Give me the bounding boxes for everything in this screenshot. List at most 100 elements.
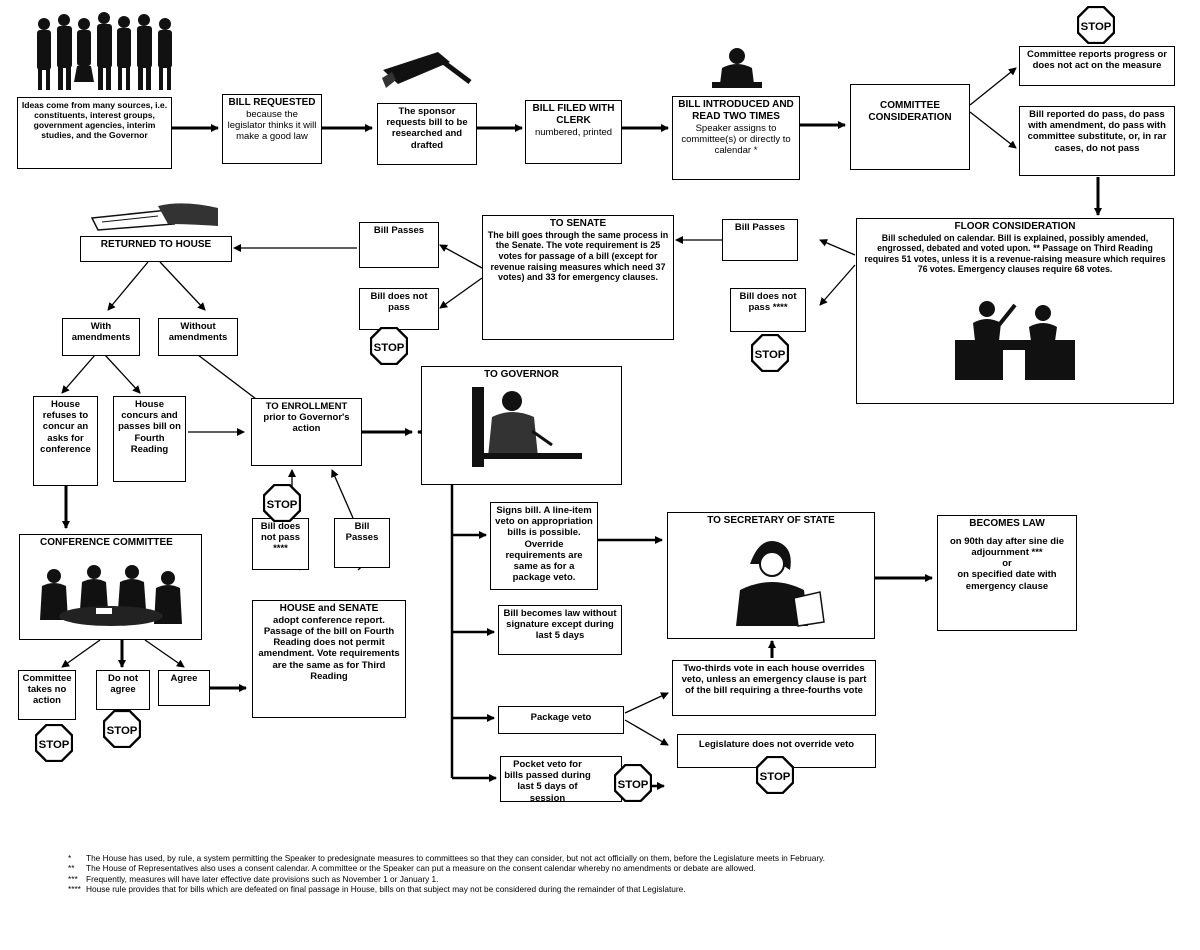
agree-box: Agree (158, 670, 210, 706)
not-override-text: Legislature does not override veto (698, 739, 855, 750)
house-refuses-box: House refuses to concur an asks for conf… (33, 396, 98, 486)
secretary-of-state-title: TO SECRETARY OF STATE (707, 515, 835, 526)
enrollment-box: TO ENROLLMENT prior to Governor's action (251, 398, 362, 466)
footnote: * The House has used, by rule, a system p… (68, 853, 1178, 863)
arrow (104, 354, 141, 394)
without-signature-text: Bill becomes law without signature excep… (503, 608, 617, 642)
house-concurs-box: House concurs and passes bill on Fourth … (113, 396, 186, 482)
stop-sign-icon: STOP (370, 327, 408, 365)
returned-to-house-box: RETURNED TO HOUSE (80, 236, 232, 262)
bill-not-pass-senate-text: Bill does not pass (370, 291, 428, 314)
stop-label: STOP (374, 342, 405, 354)
stop-label: STOP (755, 349, 786, 361)
committee-consideration-box: COMMITTEE CONSIDERATION (850, 84, 970, 170)
bill-requested-text: because the legislator thinks it will ma… (227, 108, 317, 143)
bill-not-pass-conference-box: Bill does not pass **** (252, 518, 309, 570)
footnote-mark: **** (68, 884, 81, 895)
footnote: **** House rule provides that for bills w… (68, 884, 1178, 894)
two-thirds-override-text: Two-thirds vote in each house overrides … (681, 663, 867, 697)
bill-introduced-title: BILL INTRODUCED AND READ TWO TIMES (678, 99, 794, 122)
sponsor-text: The sponsor requests bill to be research… (386, 106, 468, 151)
governor-at-desk-icon (472, 387, 582, 475)
committee-no-action-text: Committee takes no action (22, 673, 72, 707)
conference-table-icon (36, 560, 186, 632)
without-amendments-text: Without amendments (168, 321, 228, 344)
bill-filed-box: BILL FILED WITH CLERK numbered, printed (525, 100, 622, 164)
house-and-senate-title: HOUSE and SENATE (279, 603, 379, 614)
bill-passes-senate-text: Bill Passes (373, 225, 425, 236)
bill-passes-conference-text: Bill Passes (345, 521, 379, 544)
do-not-agree-box: Do not agree (96, 670, 150, 710)
arrow (439, 244, 483, 269)
ideas-text: Ideas come from many sources, i.e. const… (21, 100, 168, 141)
bill-requested-box: BILL REQUESTED because the legislator th… (222, 94, 322, 164)
arrow (624, 719, 669, 746)
person-at-desk-icon (712, 46, 762, 96)
ideas-box: Ideas come from many sources, i.e. const… (17, 97, 172, 169)
conference-committee-title: CONFERENCE COMMITTEE (40, 537, 173, 548)
stop-label: STOP (267, 499, 298, 511)
sponsor-box: The sponsor requests bill to be research… (377, 103, 477, 165)
arrow (61, 639, 101, 668)
stop-label: STOP (760, 771, 791, 783)
house-and-senate-box: HOUSE and SENATE adopt conference report… (252, 600, 406, 718)
stop-sign-icon: STOP (263, 484, 301, 522)
bill-passes-conference-box: Bill Passes (334, 518, 390, 568)
arrow (107, 261, 149, 311)
arrow (61, 354, 96, 394)
do-not-agree-text: Do not agree (107, 673, 139, 696)
returned-to-house-title: RETURNED TO HOUSE (100, 239, 212, 250)
footnote-mark: * (68, 853, 72, 863)
bill-passes-house-box: Bill Passes (722, 219, 798, 261)
without-signature-box: Bill becomes law without signature excep… (498, 605, 622, 655)
stop-sign-icon: STOP (103, 710, 141, 748)
footnote-text: The House of Representatives also uses a… (86, 863, 756, 874)
stop-sign-icon: STOP (756, 756, 794, 794)
stop-sign-icon: STOP (751, 334, 789, 372)
arrow (969, 67, 1017, 106)
hand-passing-document-icon (88, 200, 228, 234)
arrow (144, 639, 185, 668)
becomes-law-title: BECOMES LAW (969, 518, 1045, 529)
arrow (969, 111, 1017, 149)
floor-consideration-text: Bill scheduled on calendar. Bill is expl… (864, 232, 1166, 274)
stop-sign-icon: STOP (614, 764, 652, 802)
committee-consideration-title: COMMITTEE CONSIDERATION (868, 100, 952, 123)
committee-reports-box: Committee reports progress or does not a… (1019, 46, 1175, 86)
house-concurs-text: House concurs and passes bill on Fourth … (118, 399, 181, 455)
committee-reports-text: Committee reports progress or does not a… (1027, 49, 1167, 72)
bill-not-pass-senate-box: Bill does not pass (359, 288, 439, 330)
bill-reported-text: Bill reported do pass, do pass with amen… (1027, 109, 1167, 154)
stop-sign-icon: STOP (1077, 6, 1115, 44)
floor-consideration-title: FLOOR CONSIDERATION (954, 221, 1076, 232)
bill-requested-title: BILL REQUESTED (228, 97, 316, 108)
writing-hand-icon (378, 50, 473, 98)
committee-no-action-box: Committee takes no action (18, 670, 76, 720)
footnote-text: The House has used, by rule, a system pe… (86, 853, 825, 863)
stop-label: STOP (1081, 21, 1112, 33)
bill-introduced-box: BILL INTRODUCED AND READ TWO TIMES Speak… (672, 96, 800, 180)
arrow (159, 261, 206, 311)
bill-filed-title: BILL FILED WITH CLERK (532, 103, 615, 126)
footnotes: * The House has used, by rule, a system p… (68, 853, 1178, 894)
stop-label: STOP (107, 725, 138, 737)
footnote-mark: *** (68, 873, 78, 884)
bill-passes-house-text: Bill Passes (734, 222, 786, 233)
bill-introduced-text: Speaker assigns to committee(s) or direc… (681, 122, 791, 156)
package-veto-text: Package veto (530, 712, 592, 723)
signs-bill-text: Signs bill. A line-item veto on appropri… (495, 505, 593, 584)
arrow (819, 264, 856, 306)
to-senate-text: The bill goes through the same process i… (487, 229, 669, 283)
house-refuses-text: House refuses to concur an asks for conf… (40, 399, 91, 455)
footnote-text: Frequently, measures will have later eff… (86, 873, 439, 884)
without-amendments-box: Without amendments (158, 318, 238, 356)
bill-not-pass-house-text: Bill does not pass **** (739, 291, 797, 314)
secretary-reading-icon (720, 534, 830, 630)
house-and-senate-text: adopt conference report. Passage of the … (258, 614, 400, 682)
footnote-text: House rule provides that for bills which… (86, 884, 686, 895)
bill-filed-text: numbered, printed (534, 126, 613, 138)
footnote-mark: ** (68, 863, 75, 874)
pocket-veto-box: Pocket veto for bills passed during last… (500, 756, 622, 802)
